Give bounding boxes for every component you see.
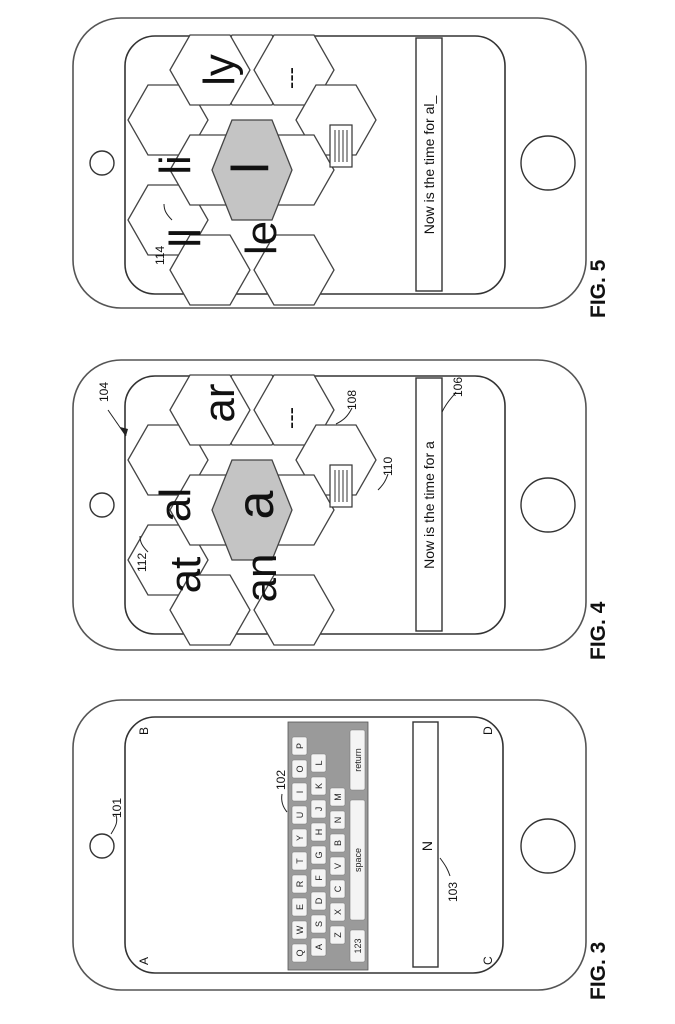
key-label-g: G	[314, 851, 324, 858]
text-field-value: Now is the time for al_	[421, 96, 437, 235]
key-label-123: 123	[353, 938, 363, 953]
hex-label-l: l	[222, 162, 280, 174]
hex-label-at: at	[161, 557, 210, 594]
key-label-x: X	[333, 909, 343, 915]
key-label-u: U	[295, 812, 305, 819]
key-label-b: B	[333, 840, 343, 846]
ref-102: 102	[274, 770, 288, 790]
key-label-c: C	[333, 885, 343, 892]
hex-label-al: al	[151, 488, 200, 522]
ref-112: 112	[135, 553, 149, 572]
speaker-dot	[90, 493, 114, 517]
text-field-value: N	[419, 841, 435, 851]
key-label-z: Z	[333, 932, 343, 938]
key-label-p: P	[295, 743, 305, 749]
ref-106: 106	[451, 377, 465, 397]
key-label-m: M	[333, 793, 343, 801]
figure-4: ar al at an a --- Now is the time for a …	[73, 360, 610, 660]
fig-3-caption: FIG. 3	[587, 942, 610, 1000]
corner-c: C	[481, 956, 495, 965]
figure-5: ly li ll le l --- Now is the time for al…	[73, 18, 610, 318]
speaker-dot	[90, 834, 114, 858]
key-label-e: E	[295, 904, 305, 910]
text-field-value: Now is the time for a	[421, 441, 437, 569]
speaker-dot	[90, 151, 114, 175]
hex-label-le: le	[237, 221, 286, 255]
mini-keyboard-icon	[330, 125, 352, 167]
fig-5-caption: FIG. 5	[587, 259, 610, 318]
hex-label-ly: ly	[195, 54, 244, 86]
key-label-n: N	[333, 817, 343, 824]
mini-keyboard-icon	[330, 465, 352, 507]
key-label-h: H	[314, 829, 324, 836]
key-label-j: J	[314, 807, 324, 812]
key-label-k: K	[314, 783, 324, 789]
ref-110: 110	[381, 457, 395, 476]
corner-b: B	[137, 727, 151, 735]
ref-104: 104	[97, 382, 111, 402]
key-label-s: S	[314, 921, 324, 927]
key-label-y: Y	[295, 835, 305, 841]
hex-label-li: li	[151, 155, 200, 175]
key-label-o: O	[295, 765, 305, 772]
key-label-w: W	[295, 925, 305, 934]
ref-101: 101	[110, 798, 124, 818]
key-label-l: L	[314, 760, 324, 765]
home-button	[521, 136, 575, 190]
corner-d: D	[481, 726, 495, 735]
key-label-return: return	[353, 748, 363, 772]
ref-114: 114	[153, 246, 167, 265]
key-label-f: F	[314, 875, 324, 881]
corner-a: A	[137, 957, 151, 965]
key-label-v: V	[333, 863, 343, 869]
home-button	[521, 478, 575, 532]
hex-label-ar: ar	[195, 383, 244, 422]
fig-4-caption: FIG. 4	[587, 601, 610, 660]
ref-108: 108	[345, 390, 359, 410]
key-label-space: space	[353, 848, 363, 872]
key-label-q: Q	[295, 949, 305, 956]
key-label-i: I	[295, 791, 305, 794]
keyboard: Q W E R T Y U I O P A S D F G H J K L Z X C V B N M 123 space return	[288, 722, 368, 970]
home-button	[521, 819, 575, 873]
hex-label-dashes: ---	[278, 407, 303, 429]
figure-3: A B C D Q W E R T Y U I O P A S D F G H J K L Z X C V B N M 123 spa…	[73, 700, 610, 1000]
hex-label-an: an	[237, 554, 286, 603]
ref-103: 103	[446, 882, 460, 902]
key-label-d: D	[314, 897, 324, 904]
key-label-t: T	[295, 858, 305, 864]
hex-label-a: a	[227, 490, 285, 519]
hex-label-dashes: ---	[278, 67, 303, 89]
hex-label-ll: ll	[161, 228, 210, 248]
key-label-a: A	[314, 944, 324, 950]
key-label-r: R	[295, 880, 305, 887]
